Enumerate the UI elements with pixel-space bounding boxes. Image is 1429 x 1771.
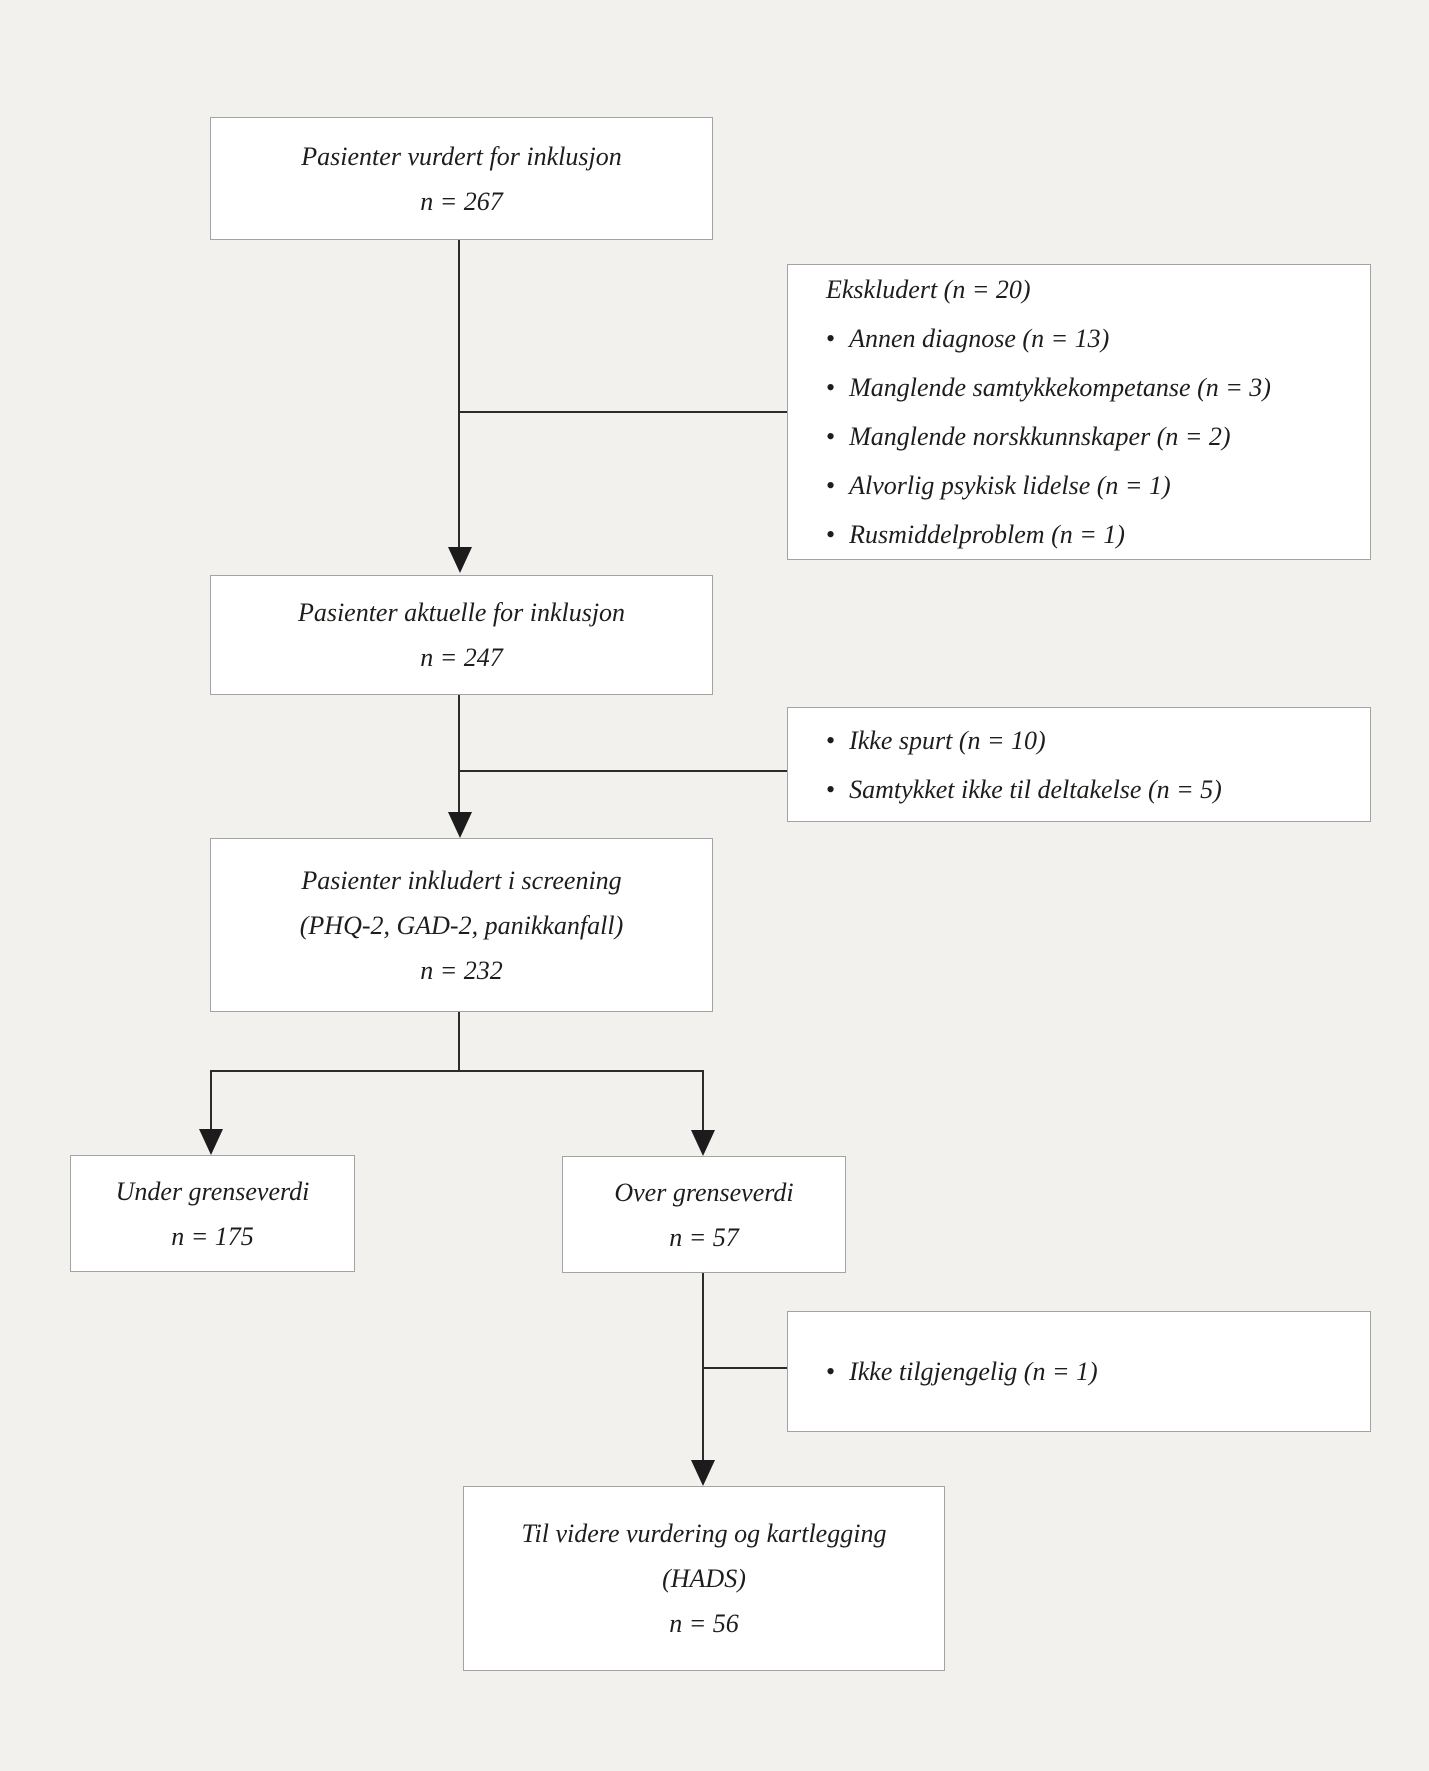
not-asked-item: Ikke spurt (n = 10) (849, 725, 1046, 755)
arrow-down-icon (448, 547, 472, 573)
connector-to-unavailable (702, 1367, 788, 1369)
bullet-icon (826, 716, 849, 765)
bullet-icon (826, 363, 849, 412)
node-text-line: (PHQ-2, GAD-2, panikkanfall) (299, 910, 624, 940)
node-count: n = 232 (420, 955, 503, 985)
connector-screened-stub (458, 1012, 460, 1072)
node-text-line: Under grenseverdi (115, 1176, 310, 1206)
node-text-line: Til videre vurdering og kartlegging (521, 1519, 887, 1548)
node-assessed-for-inclusion: Pasienter vurdert for inklusjon n = 267 (210, 117, 713, 240)
node-above-cutoff: Over grenseverdi n = 57 (562, 1156, 846, 1273)
excluded-item: Manglende norskkunnskaper (n = 2) (849, 422, 1231, 451)
excluded-item: Rusmiddelproblem (n = 1) (849, 520, 1125, 549)
node-count: n = 57 (669, 1222, 739, 1252)
node-count: n = 247 (420, 643, 503, 672)
node-count: n = 56 (669, 1609, 739, 1638)
excluded-heading: Ekskludert (n = 20) (826, 275, 1031, 304)
excluded-item: Alvorlig psykisk lidelse (n = 1) (849, 471, 1171, 500)
arrow-down-icon (199, 1129, 223, 1155)
connector-assessed-to-eligible (458, 240, 460, 549)
excluded-item: Annen diagnose (n = 13) (849, 324, 1110, 353)
node-further-assessment: Til videre vurdering og kartlegging (HAD… (463, 1486, 945, 1671)
bullet-icon (826, 461, 849, 510)
bullet-icon (826, 412, 849, 461)
connector-eligible-to-screened (458, 695, 460, 814)
bullet-icon (826, 1347, 849, 1396)
arrow-down-icon (448, 812, 472, 838)
node-unavailable: Ikke tilgjengelig (n = 1) (787, 1311, 1371, 1432)
branch-right-stub (702, 1070, 704, 1132)
branch-line (210, 1070, 704, 1072)
node-text-line: Over grenseverdi (614, 1177, 794, 1207)
node-count: n = 267 (420, 186, 503, 216)
bullet-icon (826, 314, 849, 363)
node-text-line: Pasienter aktuelle for inklusjon (297, 598, 626, 627)
node-excluded: Ekskludert (n = 20) Annen diagnose (n = … (787, 264, 1371, 560)
node-included-in-screening: Pasienter inkludert i screening (PHQ-2, … (210, 838, 713, 1012)
node-eligible-for-inclusion: Pasienter aktuelle for inklusjon n = 247 (210, 575, 713, 695)
connector-to-not-asked (458, 770, 788, 772)
excluded-item: Manglende samtykkekompetanse (n = 3) (849, 373, 1271, 402)
node-not-asked: Ikke spurt (n = 10) Samtykket ikke til d… (787, 707, 1371, 822)
bullet-icon (826, 765, 849, 814)
arrow-down-icon (691, 1130, 715, 1156)
node-text-line: (HADS) (662, 1564, 746, 1593)
not-asked-item: Samtykket ikke til deltakelse (n = 5) (849, 774, 1222, 804)
bullet-icon (826, 510, 849, 559)
arrow-down-icon (691, 1460, 715, 1486)
connector-to-excluded (458, 411, 788, 413)
node-text-line: Pasienter inkludert i screening (301, 865, 622, 895)
branch-left-stub (210, 1070, 212, 1131)
node-below-cutoff: Under grenseverdi n = 175 (70, 1155, 355, 1272)
unavailable-item: Ikke tilgjengelig (n = 1) (849, 1357, 1098, 1386)
node-count: n = 175 (171, 1221, 254, 1251)
node-text-line: Pasienter vurdert for inklusjon (301, 141, 622, 171)
